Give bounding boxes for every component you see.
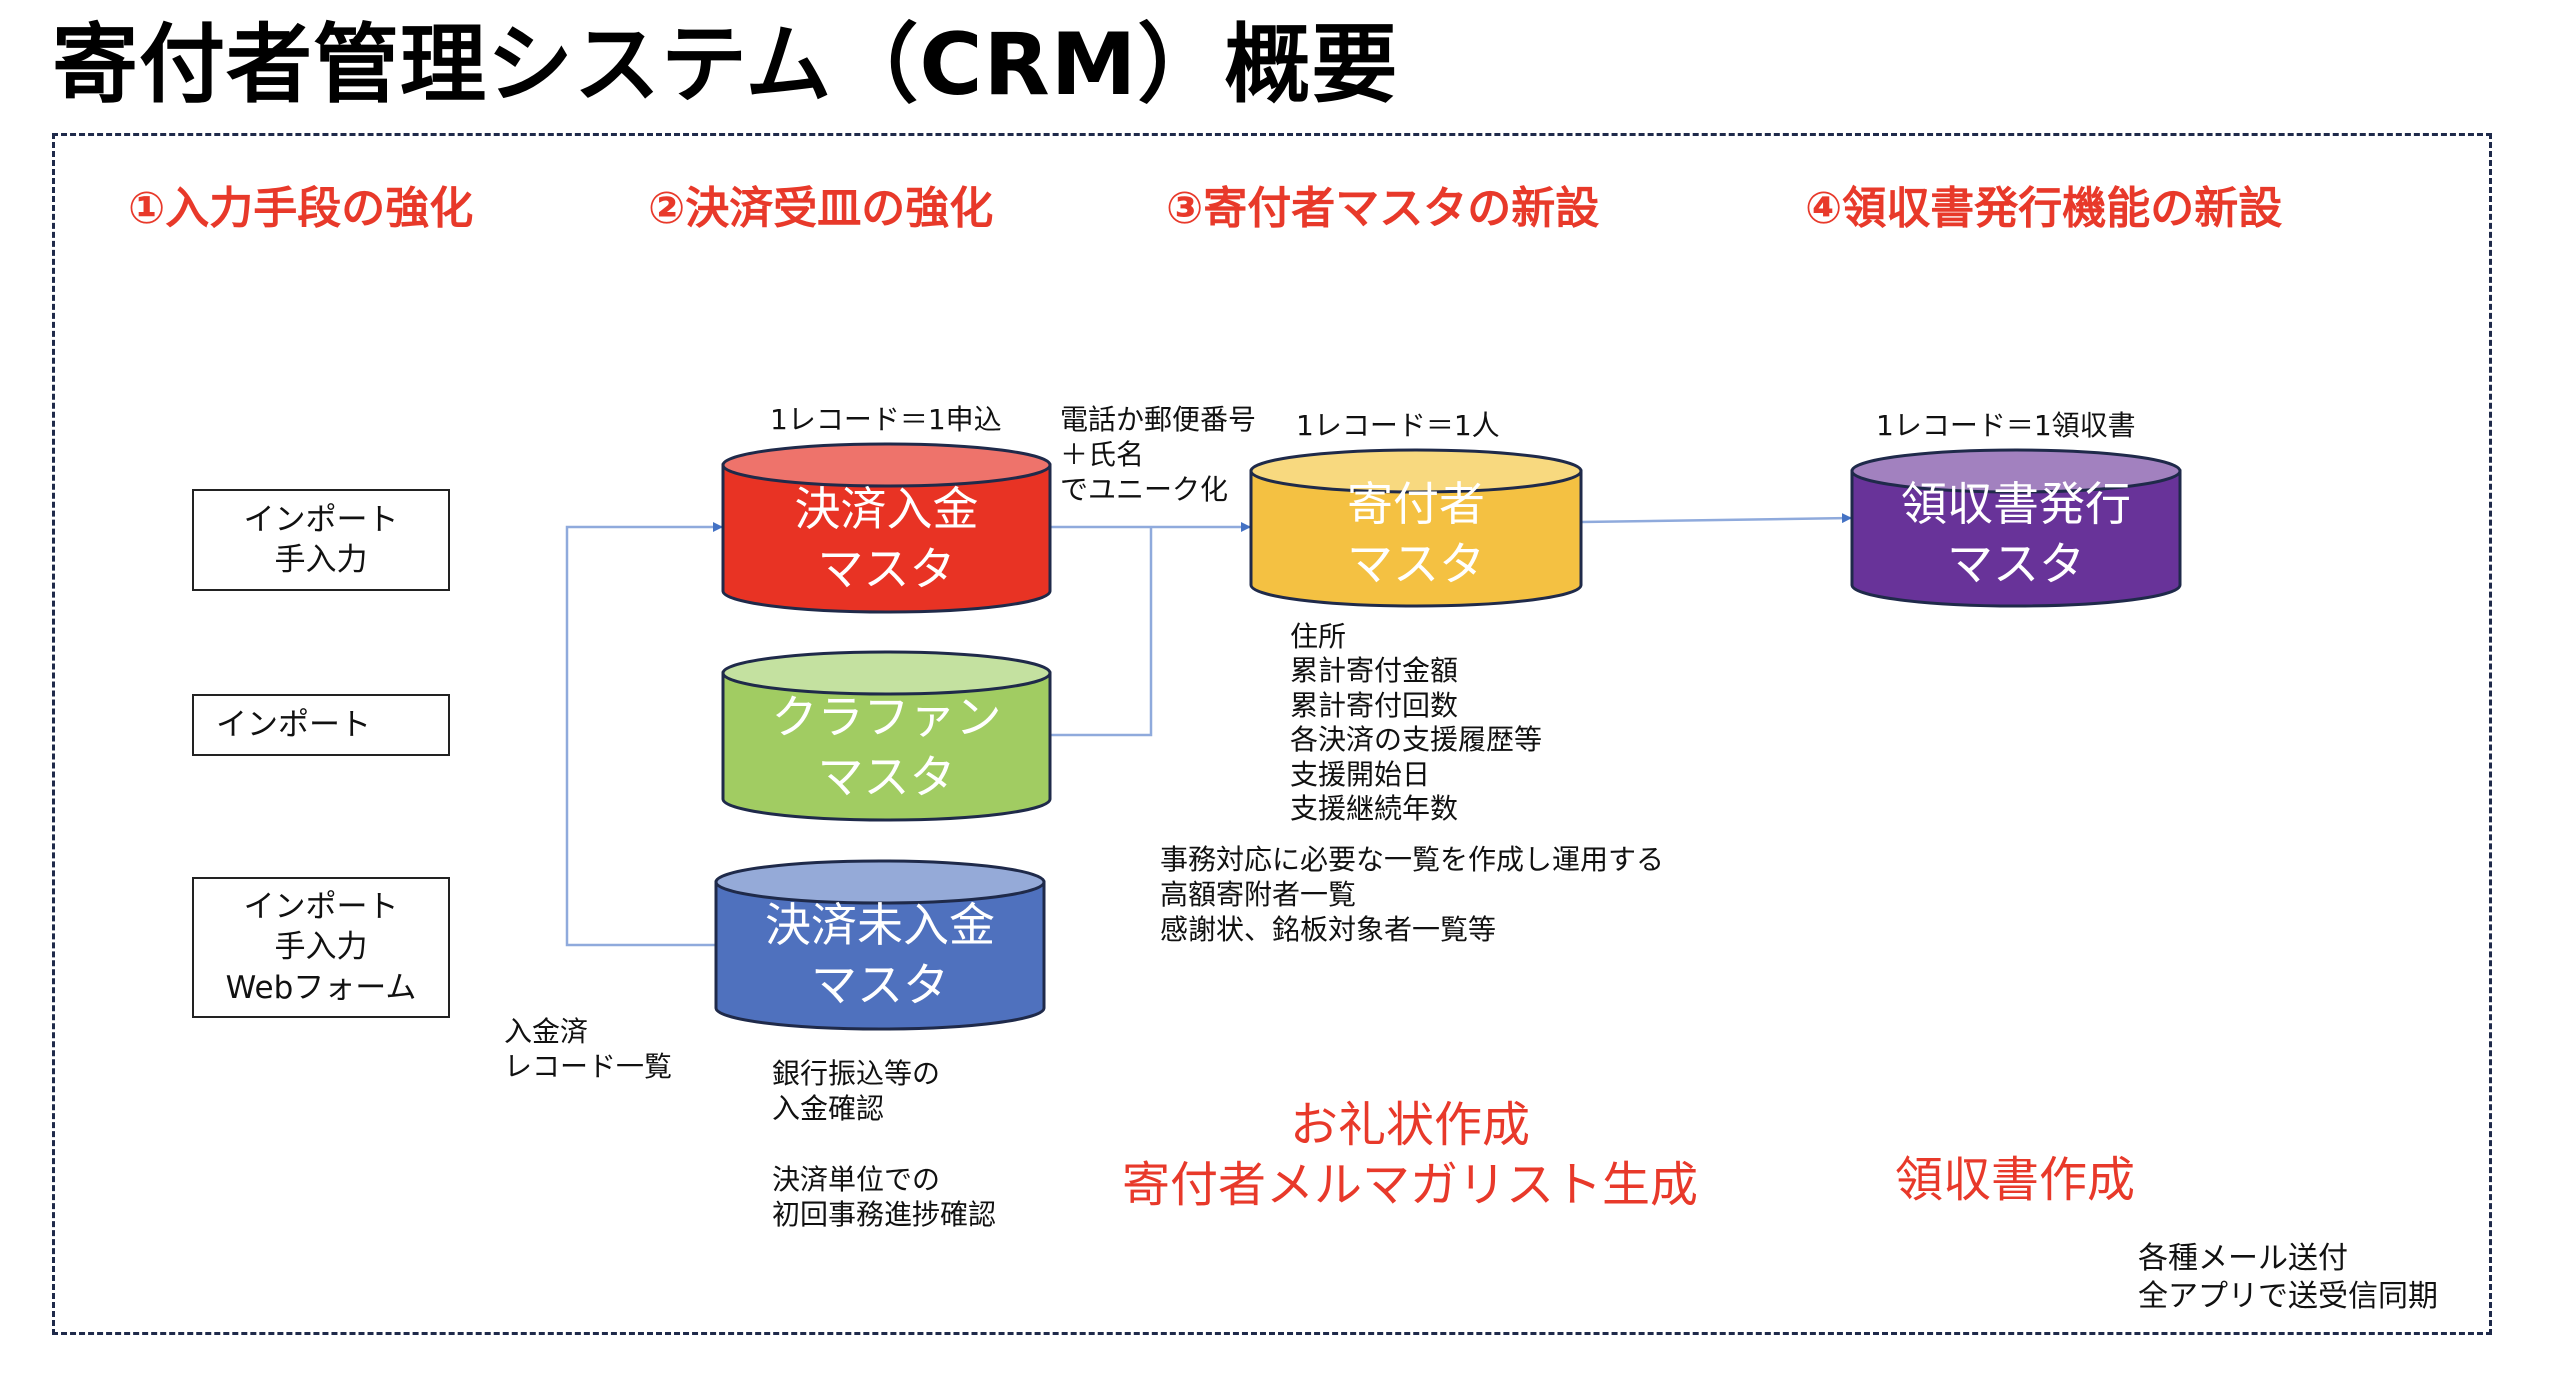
record-label-receipt: 1レコード＝1領収書 <box>1876 409 2136 442</box>
input-box-import-manual-webform: インポート 手入力 Webフォーム <box>192 877 450 1018</box>
cylinder-top <box>1850 448 2182 494</box>
note-line: でユニーク化 <box>1060 473 1229 506</box>
donor-field: 各決済の支援履歴等 <box>1290 723 1543 757</box>
progress-check-note: 決済単位での 初回事務進捗確認 <box>772 1162 996 1232</box>
note-line: ＋氏名 <box>1060 438 1145 471</box>
donor-field: 累計寄付回数 <box>1290 688 1459 722</box>
donor-field: 住所 <box>1290 620 1347 653</box>
note-line: 感謝状、銘板対象者一覧等 <box>1160 913 1497 946</box>
mail-sync-note: 各種メール送付 全アプリで送受信同期 <box>2138 1240 2438 1315</box>
heading-donor-master: ③寄付者マスタの新設 <box>1166 183 1600 234</box>
unique-key-note: 電話か郵便番号 ＋氏名 でユニーク化 <box>1060 402 1256 507</box>
input-box-line: 手入力 <box>274 542 368 578</box>
input-box-import-manual: インポート 手入力 <box>192 489 450 591</box>
donor-field: 累計寄付金額 <box>1290 654 1459 688</box>
db-payment-pending-label: 決済未入金 マスタ <box>716 891 1044 1021</box>
db-cylinder-donor <box>1249 448 1583 608</box>
db-payment-received-label: 決済入金 マスタ <box>723 475 1050 605</box>
note-line: 入金確認 <box>772 1092 885 1125</box>
db-receipt-label: 領収書発行 マスタ <box>1852 470 2180 600</box>
heading-receipt-function: ④領収書発行機能の新設 <box>1805 183 2283 234</box>
db-label-line: マスタ <box>811 958 949 1012</box>
cylinder-body <box>721 671 1052 822</box>
edge-pending-to-received <box>565 522 723 947</box>
db-label-line: クラファン <box>771 690 1002 745</box>
note-line: 決済単位での <box>772 1163 941 1196</box>
cylinder-body <box>714 880 1046 1031</box>
donor-output: 寄付者メルマガリスト生成 <box>1121 1157 1698 1213</box>
input-box-line: Webフォーム <box>225 969 417 1006</box>
note-line: 銀行振込等の <box>772 1057 941 1090</box>
note-line: 高額寄附者一覧 <box>1160 878 1357 911</box>
paid-records-note: 入金済 レコード一覧 <box>504 1014 672 1084</box>
cylinder-top <box>721 650 1052 696</box>
donor-field: 支援開始日 <box>1290 757 1431 791</box>
db-label-line: マスタ <box>817 542 956 596</box>
input-box-line: インポート <box>243 501 399 538</box>
input-box-import: インポート <box>192 694 450 756</box>
edge-donor-to-receipt <box>1580 513 1852 524</box>
bank-confirmation-note: 銀行振込等の 入金確認 <box>772 1056 940 1126</box>
input-box-line: インポート <box>243 889 399 926</box>
db-label-line: 決済入金 <box>794 482 979 537</box>
note-line: 初回事務進捗確認 <box>772 1198 997 1231</box>
system-boundary-frame <box>52 133 2492 1335</box>
cylinder-top <box>721 442 1052 488</box>
page-title: 寄付者管理システム（CRM）概要 <box>52 15 1399 115</box>
note-line: 入金済 <box>504 1015 589 1048</box>
note-line: 各種メール送付 <box>2138 1241 2348 1276</box>
edge-crowdfunding-to-donor <box>1050 527 1153 737</box>
note-line: 事務対応に必要な一覧を作成し運用する <box>1160 843 1665 876</box>
db-cylinder-payment-pending <box>714 859 1046 1031</box>
db-cylinder-crowdfunding <box>721 650 1052 822</box>
db-cylinder-payment-received <box>721 442 1052 614</box>
donor-output: お礼状作成 <box>1289 1097 1530 1153</box>
db-label-line: 領収書発行 <box>1901 477 2131 532</box>
record-label-payment: 1レコード＝1申込 <box>770 403 1002 436</box>
note-line: 全アプリで送受信同期 <box>2138 1278 2438 1314</box>
db-label-line: 寄付者 <box>1347 477 1485 532</box>
receipt-output-note: 領収書作成 <box>1895 1152 2136 1208</box>
db-label-line: マスタ <box>1347 537 1485 591</box>
cylinder-top <box>714 859 1046 905</box>
db-crowdfunding-label: クラファン マスタ <box>723 683 1050 813</box>
db-label-line: マスタ <box>1947 537 2085 591</box>
note-line: レコード一覧 <box>504 1050 673 1083</box>
heading-payment-channels: ②決済受皿の強化 <box>648 183 994 234</box>
db-label-line: 決済未入金 <box>765 898 995 953</box>
db-cylinder-receipt <box>1850 448 2182 608</box>
donor-outputs-note: お礼状作成 寄付者メルマガリスト生成 <box>1100 1095 1720 1215</box>
cylinder-top <box>1249 448 1583 494</box>
operations-note: 事務対応に必要な一覧を作成し運用する 高額寄附者一覧 感謝状、銘板対象者一覧等 <box>1160 842 1664 947</box>
cylinder-body <box>721 463 1052 614</box>
db-donor-label: 寄付者 マスタ <box>1251 470 1581 600</box>
input-box-line: 手入力 <box>274 929 368 966</box>
input-box-line: インポート <box>216 706 371 743</box>
heading-input-methods: ①入力手段の強化 <box>128 183 474 234</box>
note-line: 電話か郵便番号 <box>1060 403 1257 436</box>
donor-fields-list: 住所 累計寄付金額 累計寄付回数 各決済の支援履歴等 支援開始日 支援継続年数 <box>1290 620 1542 827</box>
record-label-donor: 1レコード＝1人 <box>1296 409 1500 442</box>
donor-field: 支援継続年数 <box>1290 792 1459 826</box>
cylinder-body <box>1850 469 2182 608</box>
db-label-line: マスタ <box>817 750 956 804</box>
cylinder-body <box>1249 469 1583 608</box>
